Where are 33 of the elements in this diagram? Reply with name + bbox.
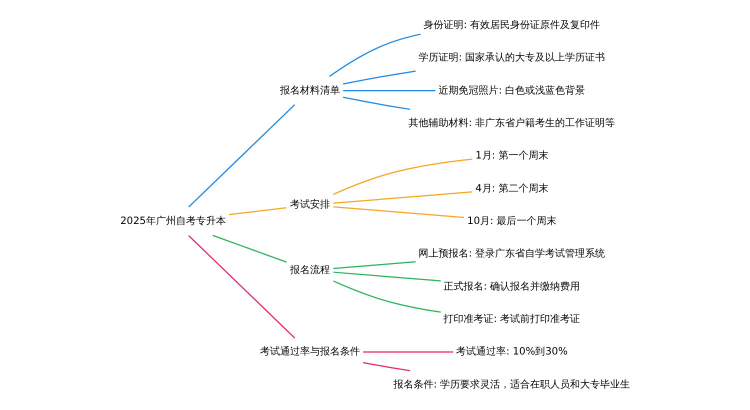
node-text: 报名条件: 学历要求灵活，适合在职人员和大专毕业生 [394, 379, 630, 390]
node-text: 报名材料清单 [280, 85, 340, 96]
node-text: 近期免冠照片: 白色或浅蓝色背景 [438, 85, 586, 96]
node-text: 其他辅助材料: 非广东省户籍考生的工作证明等 [408, 118, 616, 129]
node-text: 1月: 第一个周末 [475, 150, 548, 162]
connector [333, 191, 472, 204]
connector [333, 261, 416, 270]
connector [333, 280, 441, 313]
node-text: 报名流程 [290, 264, 330, 276]
node-text: 考试通过率: 10%到30% [456, 346, 568, 358]
connector [188, 235, 296, 338]
connector [363, 362, 410, 372]
node-text: 正式报名: 确认报名并缴纳费用 [444, 281, 580, 292]
node-text: 考试通过率与报名条件 [260, 346, 360, 358]
connector [333, 206, 464, 218]
node-text: 4月: 第二个周末 [475, 183, 548, 194]
node-text: 网上预报名: 登录广东省自学考试管理系统 [418, 248, 606, 260]
connector [212, 234, 287, 263]
node-text: 打印准考证: 考试前打印准考证 [444, 314, 580, 326]
node-text: 身份证明: 有效居民身份证原件及复印件 [424, 20, 600, 31]
connector [229, 207, 286, 216]
node-text: 学历证明: 国家承认的大专及以上学历证书 [418, 52, 606, 64]
connector [343, 90, 436, 92]
node-text: 10月: 最后一个周末 [467, 216, 557, 227]
connector [188, 104, 296, 208]
connector [343, 96, 410, 110]
connector [342, 70, 416, 85]
connector [333, 158, 472, 195]
connector [333, 272, 441, 282]
node-text: 考试安排 [290, 200, 330, 211]
node-text: 2025年广州自考专升本 [120, 216, 226, 227]
connector [363, 351, 454, 353]
connector [329, 34, 421, 77]
